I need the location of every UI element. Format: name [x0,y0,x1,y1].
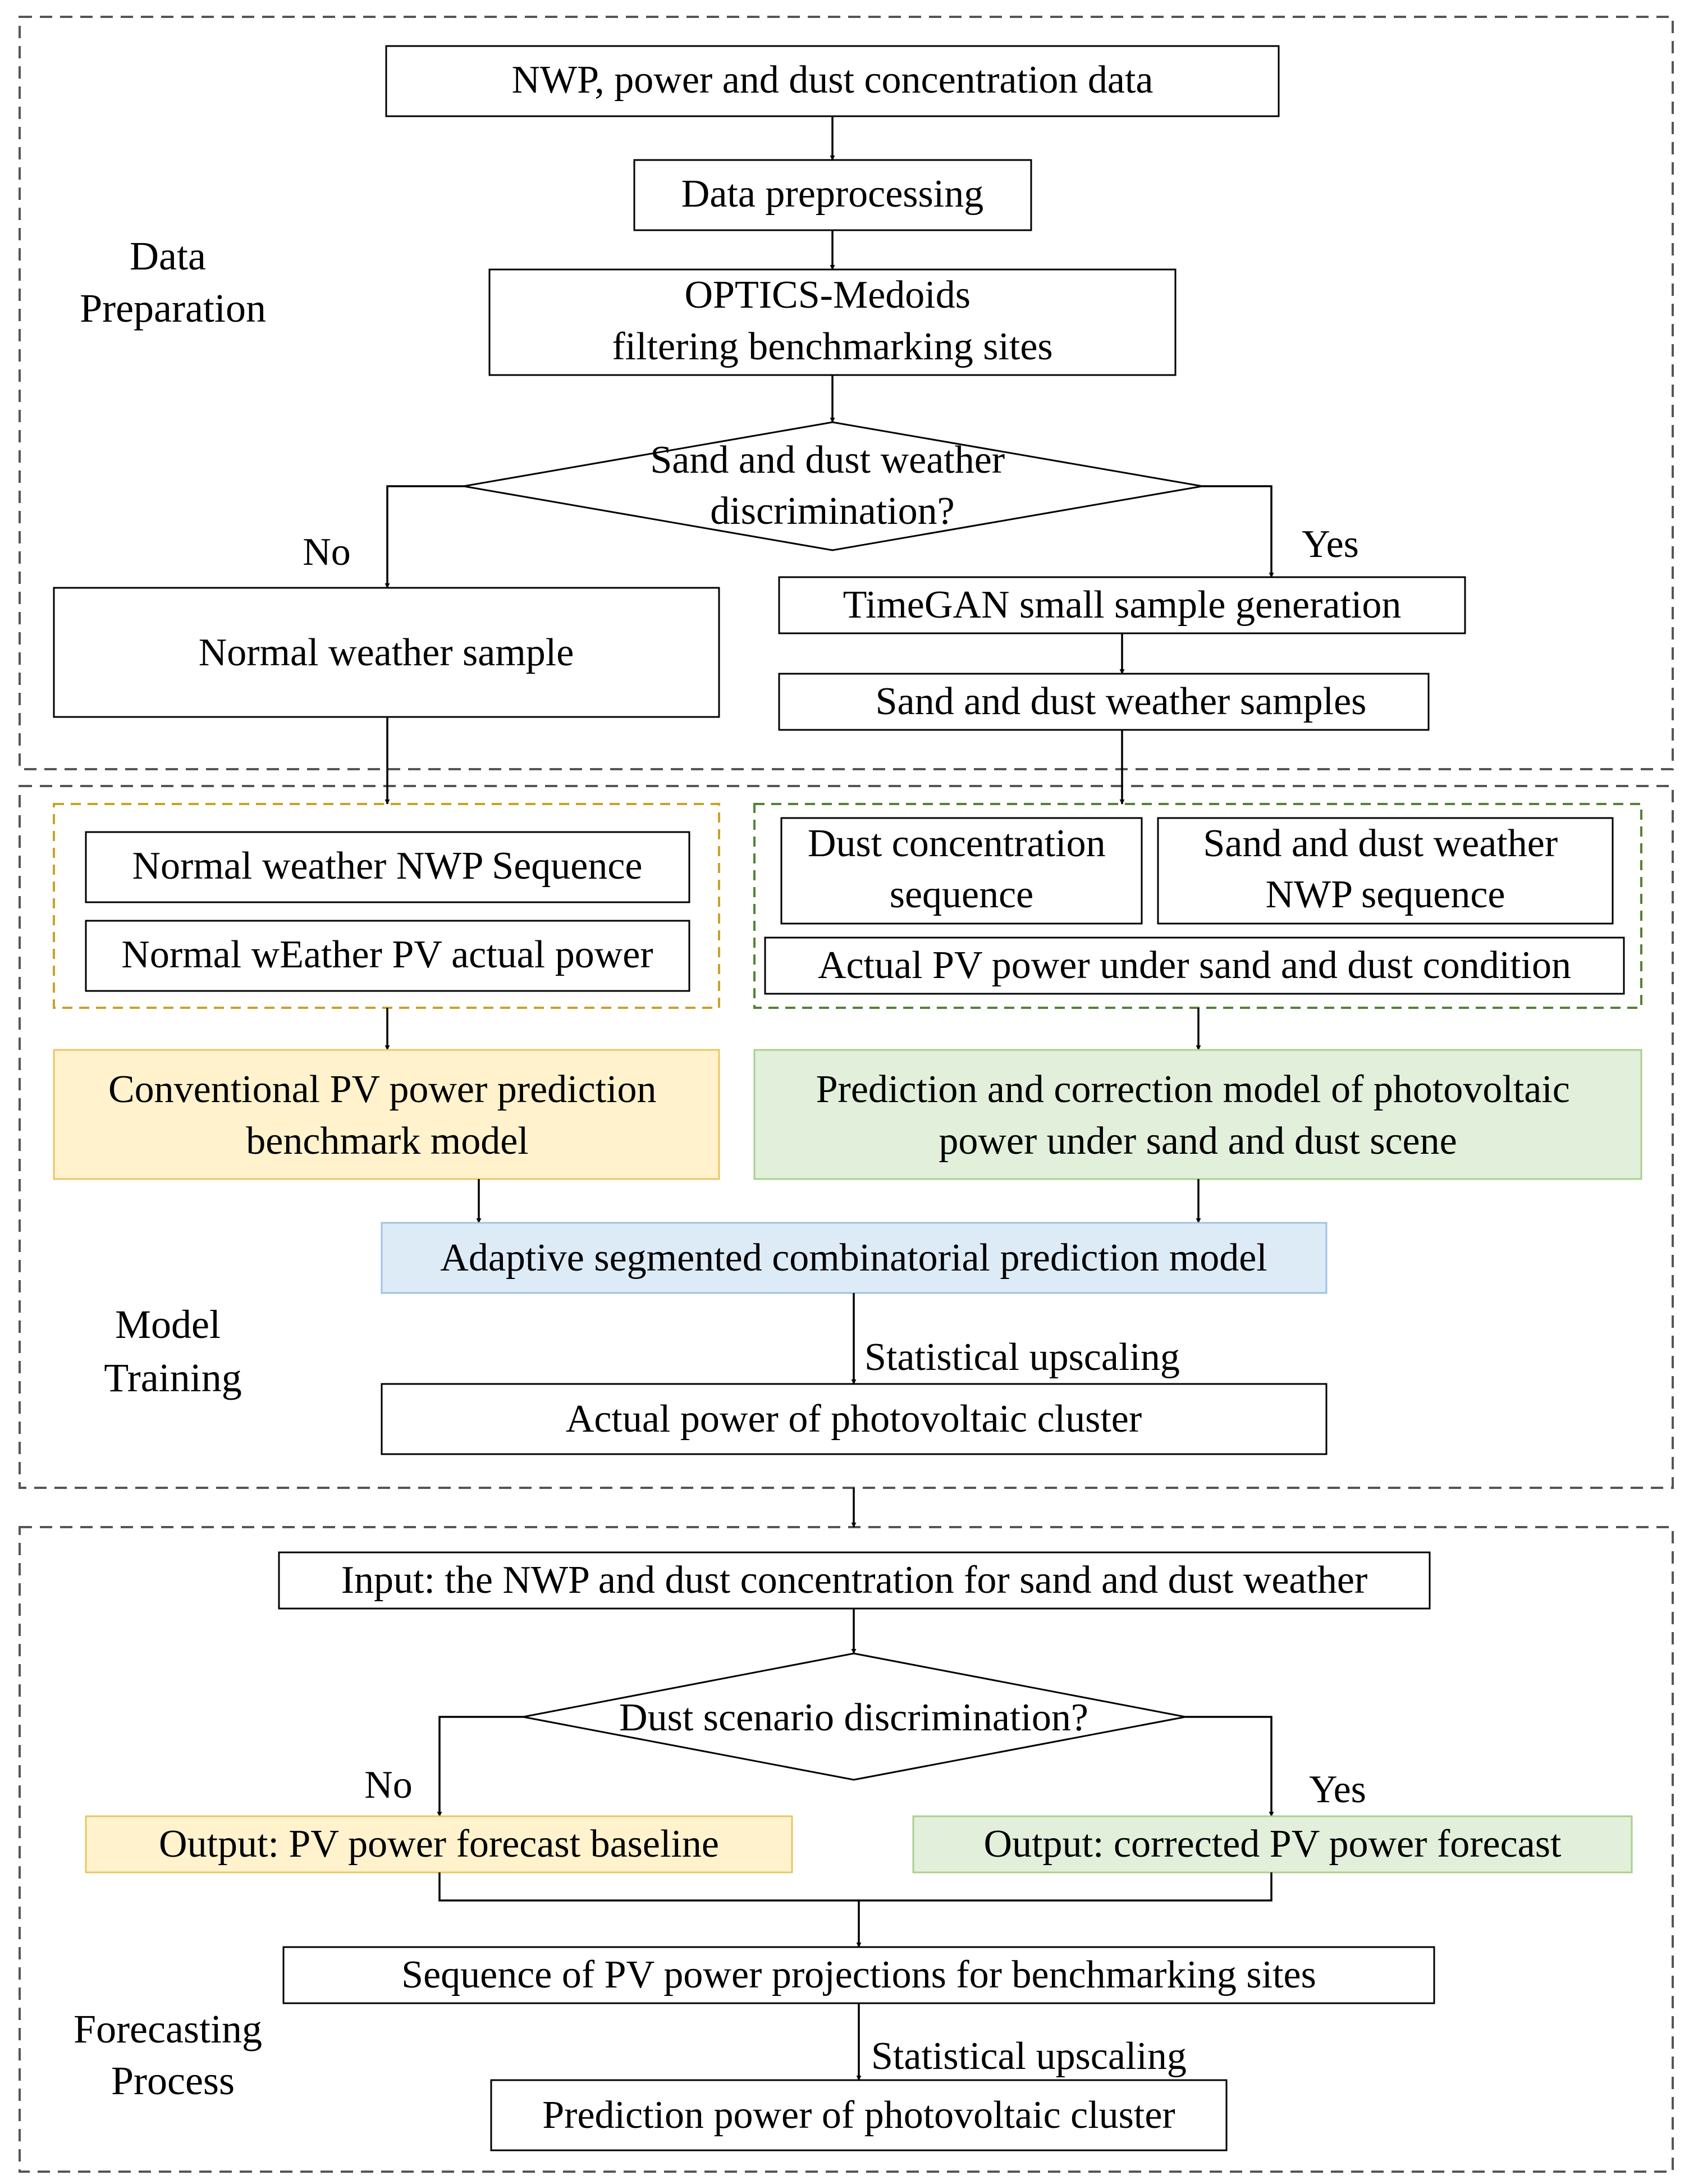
data-preparation-label-line2: Preparation [80,286,266,331]
sand-dust-samples-text: Sand and dust weather samples [876,680,1367,723]
arrow-dust-decision-no [437,1716,523,1817]
correction-model-box [753,1049,1642,1180]
data-preparation-section [19,16,1674,770]
forecasting-process-label: Forecasting Process [74,2007,272,2103]
prediction-cluster-power-text: Prediction power of photovoltaic cluster [542,2094,1175,2137]
dust-decision-no-label: No [364,1763,413,1807]
merge-line-outputs [438,1872,1273,1902]
forecast-upscaling-label: Statistical upscaling [871,2035,1187,2078]
model-training-label-line2: Training [104,1355,241,1400]
sand-nwp-sequence-line1: Sand and dust weather [1203,822,1558,865]
optics-text-line1: OPTICS-Medoids [685,273,971,317]
conventional-model-text: Conventional PV power prediction benchma… [108,1068,666,1163]
normal-nwp-sequence-box [85,831,690,903]
forecasting-process-label-line2: Process [111,2058,235,2103]
normal-pv-power-text: Normal wEather PV actual power [121,933,653,976]
sand-dust-decision-diamond [463,421,1203,551]
arrow-decision-yes [1202,485,1274,578]
dust-scenario-decision-diamond [523,1652,1186,1781]
preprocessing-box [633,159,1032,231]
data-preparation-label-line1: Data [130,234,206,278]
correction-model-line1: Prediction and correction model of photo… [816,1068,1570,1111]
benchmark-sequence-box [282,1946,1435,2004]
actual-sand-power-text: Actual PV power under sand and dust cond… [818,944,1571,987]
data-preparation-label: Data Preparation [80,234,266,331]
prediction-cluster-power-box [490,2079,1228,2151]
adaptive-model-box [381,1222,1328,1294]
conventional-model-box [53,1049,720,1180]
timegan-box [778,576,1466,634]
sand-nwp-sequence-line2: NWP sequence [1266,873,1505,916]
model-training-section [19,785,1674,1489]
dust-concentration-text: Dust concentration sequence [808,822,1115,916]
input-data-text: NWP, power and dust concentration data [511,58,1153,102]
actual-cluster-power-text: Actual power of photovoltaic cluster [566,1397,1142,1441]
timegan-text: TimeGAN small sample generation [843,583,1402,627]
benchmark-sequence-text: Sequence of PV power projections for ben… [401,1953,1316,1996]
model-training-label: Model Training [104,1302,241,1400]
preprocessing-text: Data preprocessing [681,172,983,216]
corrected-output-box [912,1815,1633,1874]
sand-dust-decision-line1: Sand and dust weather [650,438,1005,482]
dust-concentration-box [780,817,1143,925]
correction-model-text: Prediction and correction model of photo… [816,1068,1580,1163]
correction-model-line2: power under sand and dust scene [939,1120,1457,1163]
forecast-input-text: Input: the NWP and dust concentration fo… [341,1559,1368,1602]
dust-scenario-decision-text: Dust scenario discrimination? [619,1696,1088,1739]
input-data-box [385,45,1280,117]
actual-cluster-power-box [381,1383,1328,1455]
arrow-decision-no [385,485,464,588]
decision-yes-label: Yes [1302,523,1359,566]
actual-sand-power-box [764,936,1625,995]
sand-nwp-sequence-text: Sand and dust weather NWP sequence [1203,822,1567,916]
normal-weather-sample-text: Normal weather sample [199,631,574,674]
normal-nwp-sequence-text: Normal weather NWP Sequence [132,844,642,888]
sand-dust-decision-line2: discrimination? [710,490,954,533]
training-upscaling-label: Statistical upscaling [864,1336,1180,1379]
optics-box [488,268,1177,376]
dust-concentration-line1: Dust concentration [808,822,1106,865]
normal-pv-power-box [85,920,690,992]
adaptive-model-text: Adaptive segmented combinatorial predict… [440,1236,1267,1280]
arrow-dust-decision-yes [1185,1716,1274,1817]
baseline-output-box [85,1815,793,1874]
forecasting-process-label-line1: Forecasting [74,2007,262,2052]
corrected-output-text: Output: corrected PV power forecast [984,1822,1562,1866]
sand-dust-samples-box [778,673,1430,731]
normal-weather-sample-box [53,587,720,718]
dust-concentration-line2: sequence [890,873,1034,916]
sand-dust-decision-text: Sand and dust weather discrimination? [650,438,1014,533]
dust-decision-yes-label: Yes [1309,1768,1366,1811]
model-training-label-line1: Model [115,1302,221,1347]
optics-text-line2: filtering benchmarking sites [612,325,1052,368]
sand-nwp-sequence-box [1157,817,1614,925]
optics-text: OPTICS-Medoids filtering benchmarking si… [612,273,1052,368]
forecasting-process-section [19,1526,1674,2173]
decision-no-label: No [303,531,351,574]
conventional-model-line1: Conventional PV power prediction [108,1068,657,1111]
baseline-output-text: Output: PV power forecast baseline [159,1822,719,1866]
conventional-model-line2: benchmark model [246,1120,528,1163]
